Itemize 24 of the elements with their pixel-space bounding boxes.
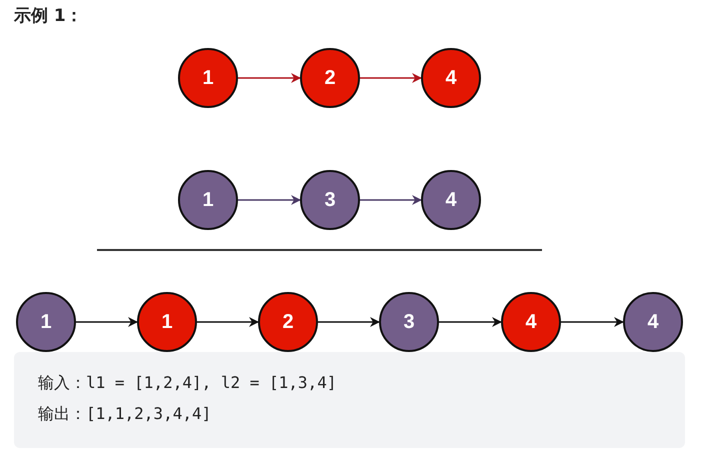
list-node-circle: 1	[178, 170, 238, 230]
arrow	[360, 73, 422, 83]
arrow	[439, 317, 502, 327]
list-node-circle: 1	[137, 292, 197, 352]
list-node-circle: 4	[623, 292, 683, 352]
code-line: 输入：l1 = [1,2,4], l2 = [1,3,4]	[38, 373, 336, 394]
arrow	[238, 73, 301, 83]
list-node-circle: 3	[379, 292, 439, 352]
arrow	[197, 317, 259, 327]
list-node-circle: 3	[300, 170, 360, 230]
list-node-circle: 2	[300, 48, 360, 108]
title: 示例 1：	[14, 5, 83, 27]
arrow	[76, 317, 138, 327]
list-node-circle: 1	[178, 48, 238, 108]
list-node-circle: 4	[421, 48, 481, 108]
arrow	[318, 317, 380, 327]
list-node-circle: 4	[421, 170, 481, 230]
code-line: 输出：[1,1,2,3,4,4]	[38, 404, 212, 425]
arrow	[238, 195, 301, 205]
list-node-circle: 1	[16, 292, 76, 352]
arrow	[360, 195, 422, 205]
list-node-circle: 4	[501, 292, 561, 352]
arrow	[561, 317, 624, 327]
list-node-circle: 2	[258, 292, 318, 352]
